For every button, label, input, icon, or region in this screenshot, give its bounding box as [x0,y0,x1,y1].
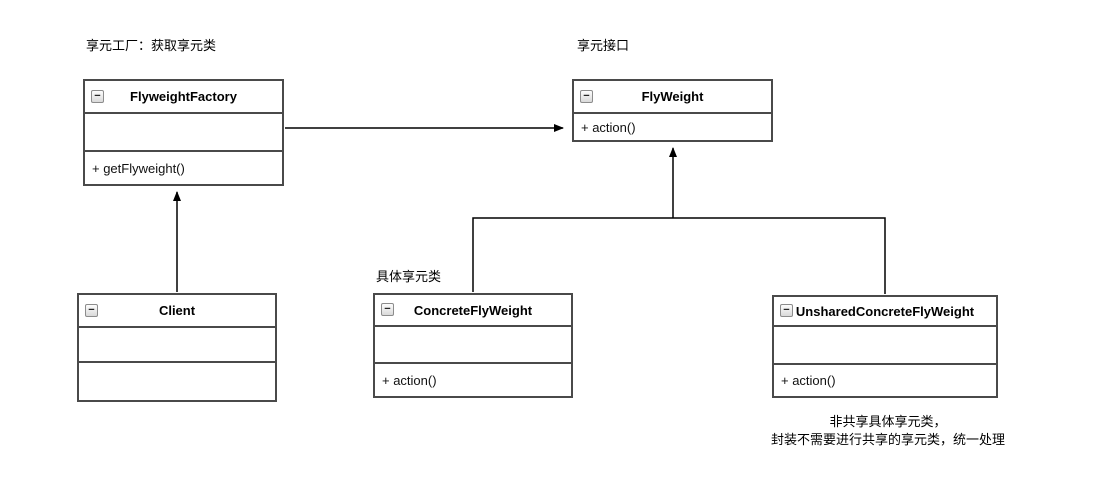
class-name: FlyWeight [641,89,704,104]
class-box-client[interactable]: − Client [77,293,277,402]
methods-compartment: + action() [774,363,996,396]
attributes-compartment [79,326,275,361]
class-title-bar: − FlyWeight [574,81,771,112]
class-box-concrete-flyweight[interactable]: − ConcreteFlyWeight + action() [373,293,573,398]
note-flyweight-interface: 享元接口 [577,38,630,53]
collapse-icon[interactable]: − [85,303,98,317]
note-unshared-line2: 封装不需要进行共享的享元类，统一处理 [770,432,1005,448]
note-unshared-description: 非共享具体享元类， 封装不需要进行共享的享元类，统一处理 [728,413,1048,450]
attributes-compartment [774,325,996,363]
attributes-compartment [375,325,571,362]
methods-compartment: + getFlyweight() [85,150,282,184]
class-title-bar: − UnsharedConcreteFlyWeight [774,297,996,325]
methods-compartment [79,361,275,400]
collapse-icon[interactable]: − [91,89,104,103]
methods-compartment: + action() [375,362,571,396]
collapse-icon[interactable]: − [381,303,394,316]
note-flyweight-factory: 享元工厂：获取享元类 [86,38,217,53]
class-box-unshared-concrete-flyweight[interactable]: − UnsharedConcreteFlyWeight + action() [772,295,998,398]
class-name: Client [158,303,196,318]
collapse-icon[interactable]: − [780,304,793,317]
class-name: UnsharedConcreteFlyWeight [795,303,975,319]
note-concrete-flyweight: 具体享元类 [376,269,442,284]
class-title-bar: − Client [79,295,275,326]
edge-subclasses-tree[interactable] [472,217,886,294]
class-title-bar: − FlyweightFactory [85,81,282,112]
class-title-bar: − ConcreteFlyWeight [375,295,571,325]
class-box-flyweight[interactable]: − FlyWeight + action() [572,79,773,142]
methods-compartment: + action() [574,112,771,140]
class-name: ConcreteFlyWeight [413,302,533,318]
class-name: FlyweightFactory [130,89,237,104]
class-box-flyweight-factory[interactable]: − FlyweightFactory + getFlyweight() [83,79,284,186]
note-unshared-line1: 非共享具体享元类， [829,414,947,429]
attributes-compartment [85,112,282,150]
collapse-icon[interactable]: − [580,89,593,103]
